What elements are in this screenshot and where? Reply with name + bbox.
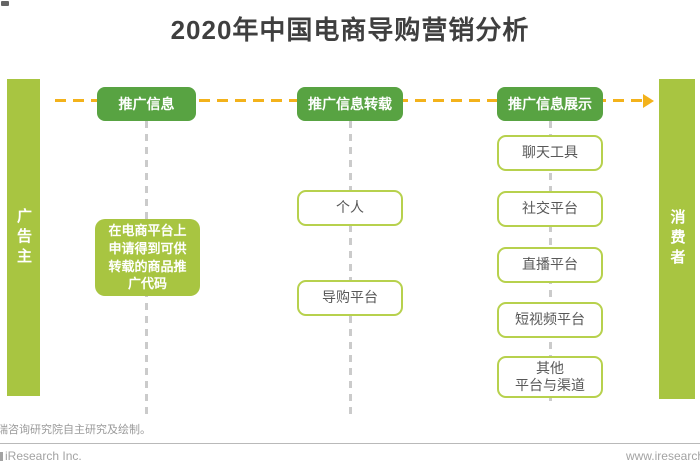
stage1-description-box: 在电商平台上申请得到可供转载的商品推广代码: [95, 219, 200, 296]
iresearch-credit: iResearch Inc.: [5, 449, 82, 463]
stage-header-promotion-info: 推广信息: [97, 87, 196, 121]
page-title: 2020年中国电商导购营销分析: [170, 15, 530, 45]
flow-arrow-head-icon: [643, 94, 654, 108]
display-channel-chat-tools: 聊天工具: [497, 135, 603, 171]
display-channel-livestream-platform: 直播平台: [497, 247, 603, 283]
advertiser-label: 广告主: [15, 207, 32, 268]
corner-artifact: [1, 1, 9, 6]
consumer-bar: 消费者: [659, 79, 695, 399]
source-note: 瑞咨询研究院自主研究及绘制。: [0, 424, 151, 436]
iresearch-website: www.iresearch: [625, 449, 700, 463]
repost-channel-individual: 个人: [297, 190, 403, 226]
consumer-label: 消费者: [668, 209, 686, 269]
stage-header-info-repost: 推广信息转载: [297, 87, 403, 121]
display-channel-short-video-platform: 短视频平台: [497, 302, 603, 338]
stage-header-info-display: 推广信息展示: [497, 87, 603, 121]
display-channel-social-platform: 社交平台: [497, 191, 603, 227]
display-channel-other: 其他 平台与渠道: [497, 356, 603, 398]
repost-channel-guide-platform: 导购平台: [297, 280, 403, 316]
footer-divider: [0, 443, 700, 444]
clipped-glyph-fragment: [0, 452, 3, 461]
advertiser-bar: 广告主: [7, 79, 40, 396]
stage2-dashed-connector: [349, 121, 352, 414]
